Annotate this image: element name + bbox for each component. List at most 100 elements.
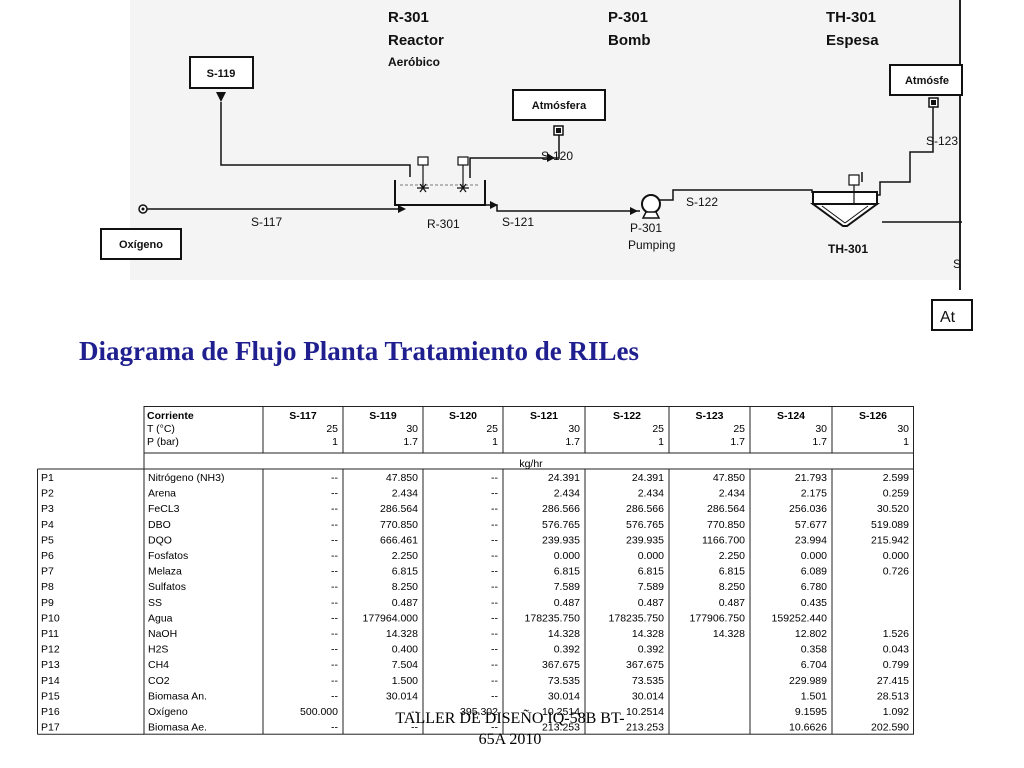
row-value: 770.850 [707, 519, 745, 531]
unit-header-r301: R-301 Reactor Aeróbico [388, 9, 444, 69]
row-value: 30.520 [877, 503, 909, 515]
row-value: -- [491, 612, 498, 624]
flowsheet-canvas [130, 0, 960, 280]
footer-line-2: 65A 2010 [478, 731, 542, 748]
row-value: -- [491, 550, 498, 562]
stream-temperature: 30 [897, 423, 909, 435]
row-id: P11 [41, 628, 59, 640]
impeller-icon [457, 183, 469, 193]
row-value: -- [331, 581, 338, 593]
stream-label-partial: S [953, 257, 961, 271]
sink-box-atmosfera-2-label: Atmósfe [905, 75, 949, 87]
row-value: 7.589 [554, 581, 580, 593]
row-value: -- [491, 628, 498, 640]
row-value: -- [331, 597, 338, 609]
row-value: 0.000 [554, 550, 580, 562]
header-units: kg/hr [519, 458, 543, 470]
row-value: 519.089 [871, 519, 909, 531]
footer-caption: TALLER DE DISEÑO IQ-58B BT- 65A 2010 [320, 708, 700, 750]
row-value: 30.014 [386, 690, 418, 702]
row-component: Sulfatos [148, 581, 186, 593]
row-value: 286.564 [707, 503, 745, 515]
stream-temperature: 25 [733, 423, 745, 435]
row-component: Biomasa An. [148, 690, 207, 702]
source-box-oxigeno-label: Oxígeno [119, 239, 163, 251]
stream-properties-grid: Corriente T (°C) P (bar) kg/hr S-117251S… [37, 406, 914, 735]
row-component: SS [148, 597, 162, 609]
row-value: 6.780 [801, 581, 827, 593]
equipment-label-p301: P-301 [630, 221, 662, 235]
footer-line-1: TALLER DE DISEÑO IQ-58B BT- [395, 710, 625, 727]
stream-pressure: 1 [492, 436, 498, 448]
stream-temperature: 30 [406, 423, 418, 435]
row-value: 576.765 [626, 519, 664, 531]
row-value: 47.850 [713, 472, 745, 484]
page-title: Diagrama de Flujo Planta Tratamiento de … [79, 336, 639, 366]
row-value: 239.935 [626, 534, 664, 546]
row-value: -- [331, 519, 338, 531]
row-value: 2.434 [638, 488, 664, 500]
row-value: 239.935 [542, 534, 580, 546]
row-value: 1.500 [392, 675, 418, 687]
row-value: 6.815 [719, 566, 745, 578]
row-value: -- [491, 597, 498, 609]
row-value: 27.415 [877, 675, 909, 687]
row-value: -- [491, 472, 498, 484]
row-id: P5 [41, 534, 54, 546]
row-value: 6.815 [554, 566, 580, 578]
row-value: 73.535 [548, 675, 580, 687]
row-value: -- [491, 503, 498, 515]
row-value: 30.014 [548, 690, 580, 702]
stream-label-s123: S-123 [926, 134, 958, 148]
row-value: 1166.700 [702, 534, 745, 546]
row-id: P16 [41, 706, 60, 718]
row-value: 256.036 [789, 503, 827, 515]
row-value: -- [491, 675, 498, 687]
row-value: 177906.750 [690, 612, 746, 624]
stream-temperature: 25 [652, 423, 664, 435]
row-value: 2.434 [554, 488, 580, 500]
row-value: 213.253 [626, 722, 664, 734]
row-id: P8 [41, 581, 54, 593]
row-value: 57.677 [795, 519, 827, 531]
row-value: 286.566 [626, 503, 664, 515]
row-id: P12 [41, 644, 60, 656]
row-value: 0.487 [554, 597, 580, 609]
unit-header-th301-tag: TH-301 [826, 9, 876, 26]
row-value: 0.358 [801, 644, 827, 656]
row-value: -- [331, 488, 338, 500]
unit-header-r301-tag: R-301 [388, 9, 429, 26]
row-component: H2S [148, 644, 168, 656]
row-value: 10.2514 [626, 706, 664, 718]
row-value: 6.815 [392, 566, 418, 578]
row-component: Fosfatos [148, 550, 188, 562]
row-value: -- [331, 566, 338, 578]
row-value: 2.175 [801, 488, 827, 500]
row-value: 0.487 [392, 597, 418, 609]
stream-header-s-124: S-124 [777, 410, 805, 422]
row-value: -- [331, 659, 338, 671]
row-value: -- [411, 722, 418, 734]
row-value: -- [331, 722, 338, 734]
row-component: Biomasa Ae. [148, 722, 207, 734]
process-flow-diagram: R-301 Reactor Aeróbico P-301 Bomb TH-301… [100, 0, 973, 331]
row-value: 229.989 [789, 675, 827, 687]
row-value: 1.501 [801, 690, 827, 702]
row-value: 0.392 [554, 644, 580, 656]
row-component: NaOH [148, 628, 177, 640]
row-value: 1.092 [883, 706, 909, 718]
unit-header-r301-sub: Aeróbico [388, 55, 440, 69]
header-temperature: T (°C) [147, 423, 175, 435]
row-value: 24.391 [632, 472, 664, 484]
row-value: 0.000 [801, 550, 827, 562]
row-id: P7 [41, 566, 54, 578]
row-value: 178235.750 [525, 612, 581, 624]
